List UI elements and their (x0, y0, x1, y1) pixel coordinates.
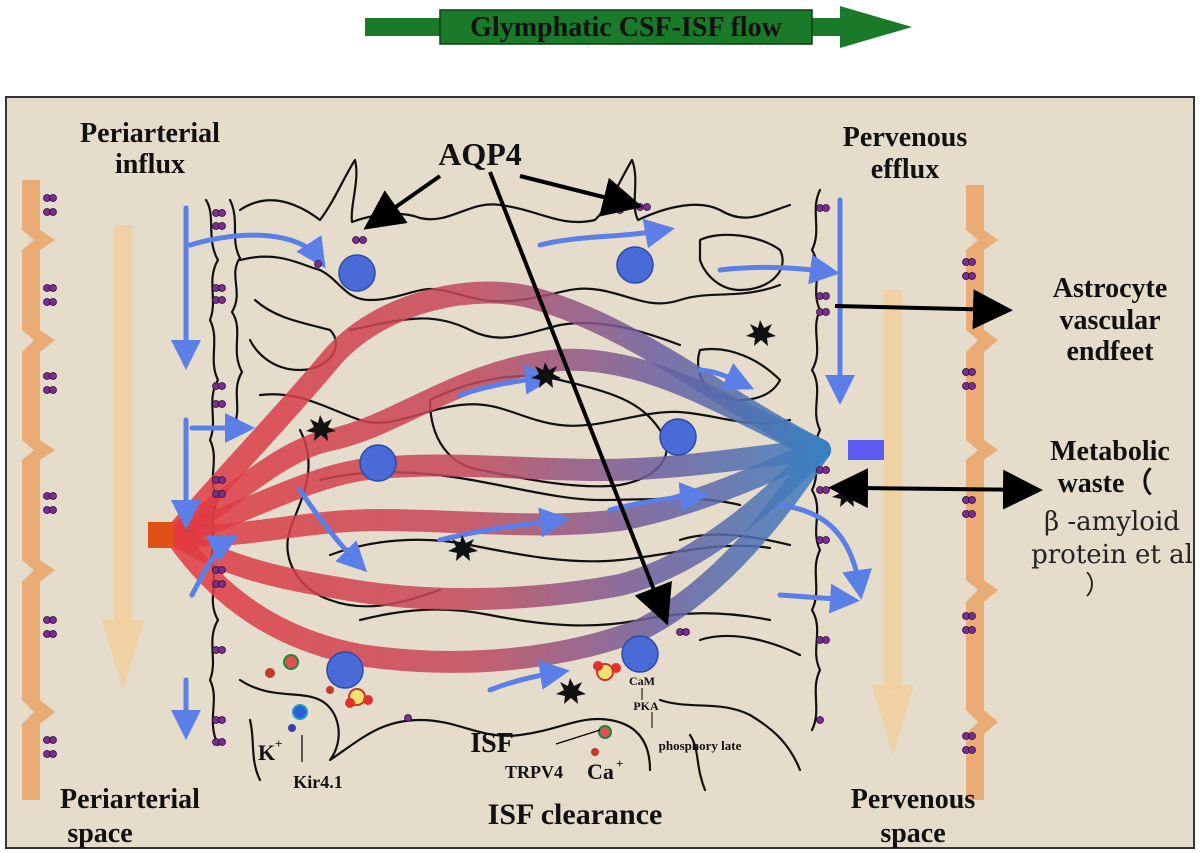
periarterial-influx-label-2: influx (115, 149, 185, 180)
pervenous-efflux-label-2: efflux (871, 154, 939, 185)
title-box (439, 9, 813, 45)
astrocyte-nuclei (326, 246, 697, 689)
aqp4-dots-right-vessel (962, 258, 976, 754)
pka-label: PKA (633, 699, 659, 713)
k-ion-label: K (258, 740, 275, 765)
amyloid-label-1: β -amyloid (1044, 507, 1180, 537)
isf-label: ISF (470, 728, 514, 759)
periarterial-space-label-2: space (67, 818, 132, 849)
periarterial-vessel-left (22, 180, 55, 800)
calcium-channel-left (345, 688, 373, 708)
pervenous-space-label-2: space (880, 818, 945, 849)
interstitial-flow-paths (164, 281, 831, 673)
aqp4-label: AQP4 (438, 136, 522, 172)
trpv4-pointer (555, 729, 601, 745)
k-ion-charge: + (275, 736, 282, 751)
amyloid-label-3: ） (1085, 571, 1111, 601)
astrocyte-label-3: endfeet (1066, 336, 1154, 367)
kir-label: Kir4.1 (293, 772, 343, 792)
phosphorylate-label: phosphory late (659, 738, 742, 753)
periarterial-influx-label-1: Periarterial (80, 118, 220, 149)
cam-label: CaM (629, 674, 655, 688)
title-arrow: Glymphatic CSF-ISF flow (365, 6, 912, 48)
periarterial-space-label-1: Periarterial (60, 784, 200, 815)
metabolic-waste-label-2: waste（ (1058, 466, 1153, 499)
pervenous-space-label-1: Pervenous (851, 784, 976, 815)
aqp4-channels (212, 203, 830, 746)
astrocyte-label-1: Astrocyte (1053, 273, 1168, 304)
ca-ion-charge: + (616, 756, 623, 771)
annotation-arrows (363, 171, 1043, 626)
aqp4-dots-left-vessel (43, 194, 57, 758)
metabolic-waste-label-1: Metabolic (1050, 436, 1170, 467)
periarterial-flow-arrow (102, 225, 144, 690)
arterial-inflow-marker (148, 522, 174, 548)
ca-ion-label: Ca (587, 759, 614, 784)
pervenous-efflux-label-1: Pervenous (843, 122, 968, 153)
csf-flow-arrows (171, 197, 873, 740)
isf-clearance-label: ISF clearance (488, 798, 663, 831)
ion-channels (265, 654, 621, 756)
astrocyte-label-2: vascular (1059, 305, 1160, 336)
venous-outflow-marker (848, 440, 884, 460)
title-text: Glymphatic CSF-ISF flow (470, 12, 782, 43)
calcium-channel-right (593, 661, 621, 681)
trpv4-label: TRPV4 (505, 762, 563, 782)
amyloid-label-2: protein et al (1031, 540, 1193, 570)
